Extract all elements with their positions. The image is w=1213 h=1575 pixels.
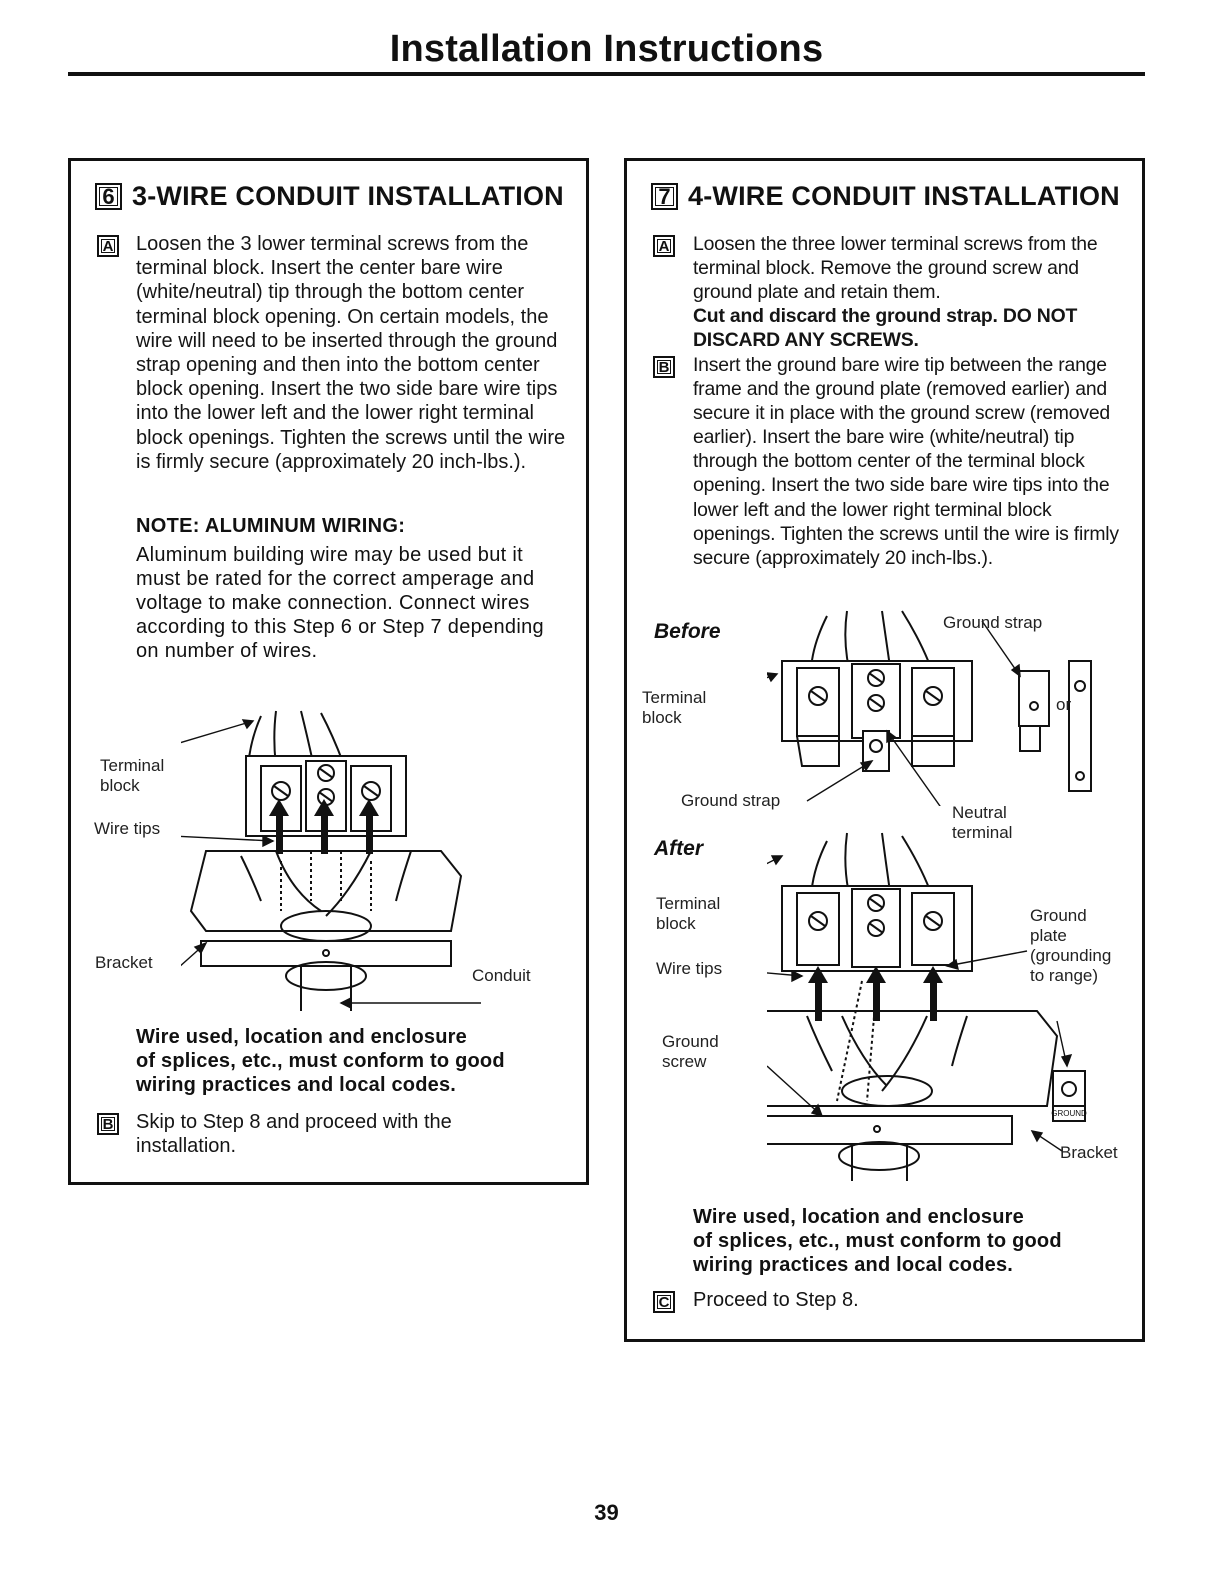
section-7-header: 7 4-WIRE CONDUIT INSTALLATION: [651, 181, 1120, 212]
page-title: Installation Instructions: [389, 28, 824, 70]
label-ground-screw-2: screw: [662, 1052, 707, 1071]
substep-c-text: Proceed to Step 8.: [693, 1289, 859, 1311]
label-terminal-block-before-2: block: [642, 708, 682, 727]
label-wire-tips: Wire tips: [94, 819, 161, 838]
substep-b-text: Insert the ground bare wire tip between …: [693, 354, 1119, 569]
label-ground-plate-2: plate: [1030, 926, 1067, 945]
four-wire-after-figure: GROUND: [767, 832, 1087, 1181]
warning-line-1: Wire used, location and enclosure: [693, 1206, 1024, 1228]
substep-a-text: Loosen the 3 lower terminal screws from …: [136, 233, 566, 473]
label-terminal-block-after-1: Terminal: [656, 894, 721, 913]
label-conduit: Conduit: [472, 966, 531, 985]
label-neutral-terminal-2: terminal: [952, 823, 1013, 842]
label-terminal-block-after-2: block: [656, 914, 696, 933]
section-3-wire-conduit: 6 3-WIRE CONDUIT INSTALLATION A Loosen t…: [68, 158, 589, 1185]
substep-c-box: C: [653, 1291, 675, 1313]
section-6-header: 6 3-WIRE CONDUIT INSTALLATION: [95, 181, 564, 212]
label-after: After: [654, 837, 704, 860]
ground-tag-text: GROUND: [1051, 1109, 1087, 1118]
four-wire-before-figure: [767, 610, 1092, 806]
label-ground-plate-4: to range): [1030, 966, 1099, 985]
warning-line-3: wiring practices and local codes.: [693, 1254, 1014, 1276]
label-neutral-terminal-1: Neutral: [952, 803, 1007, 822]
label-ground-strap-top: Ground strap: [943, 613, 1043, 632]
substep-a-box: A: [97, 235, 119, 257]
substep-a-body: Loosen the three lower terminal screws f…: [693, 233, 1098, 304]
substep-b-box: B: [97, 1113, 119, 1135]
label-terminal-block-2: block: [100, 776, 140, 795]
page-number: 39: [594, 1500, 619, 1525]
note-text: Aluminum building wire may be used but i…: [136, 544, 544, 662]
step-number-6: 6: [95, 183, 122, 210]
label-ground-plate-1: Ground: [1030, 906, 1087, 925]
label-or: or: [1056, 695, 1072, 714]
label-ground-strap: Ground strap: [681, 791, 781, 810]
title-rule: [68, 72, 1145, 76]
substep-b-box: B: [653, 356, 675, 378]
warning-line-3: wiring practices and local codes.: [136, 1074, 457, 1096]
section-4-wire-conduit: 7 4-WIRE CONDUIT INSTALLATION A Loosen t…: [624, 158, 1145, 1342]
substep-a-box: A: [653, 235, 675, 257]
label-bracket: Bracket: [1060, 1143, 1118, 1162]
label-ground-screw-1: Ground: [662, 1032, 719, 1051]
substep-a-text: Loosen the three lower terminal screws f…: [693, 232, 1133, 352]
warning-line-1: Wire used, location and enclosure: [136, 1026, 467, 1048]
label-before: Before: [654, 620, 721, 643]
three-wire-terminal-figure: [181, 710, 481, 1011]
substep-b-text: Skip to Step 8 and proceed with the inst…: [136, 1111, 452, 1158]
label-terminal-block-before-1: Terminal: [642, 688, 707, 707]
substep-a-bold: Cut and discard the ground strap. DO NOT…: [693, 305, 1078, 352]
section-7-title: 4-WIRE CONDUIT INSTALLATION: [688, 181, 1120, 211]
warning-line-2: of splices, etc., must conform to good: [693, 1230, 1062, 1252]
label-terminal-block-1: Terminal: [100, 756, 165, 775]
label-wire-tips: Wire tips: [656, 959, 723, 978]
warning-line-2: of splices, etc., must conform to good: [136, 1050, 505, 1072]
label-ground-plate-3: (grounding: [1030, 946, 1112, 965]
note-heading: NOTE: ALUMINUM WIRING:: [136, 515, 406, 537]
label-bracket: Bracket: [95, 953, 153, 972]
step-number-7: 7: [651, 183, 678, 210]
section-6-title: 3-WIRE CONDUIT INSTALLATION: [132, 181, 564, 211]
